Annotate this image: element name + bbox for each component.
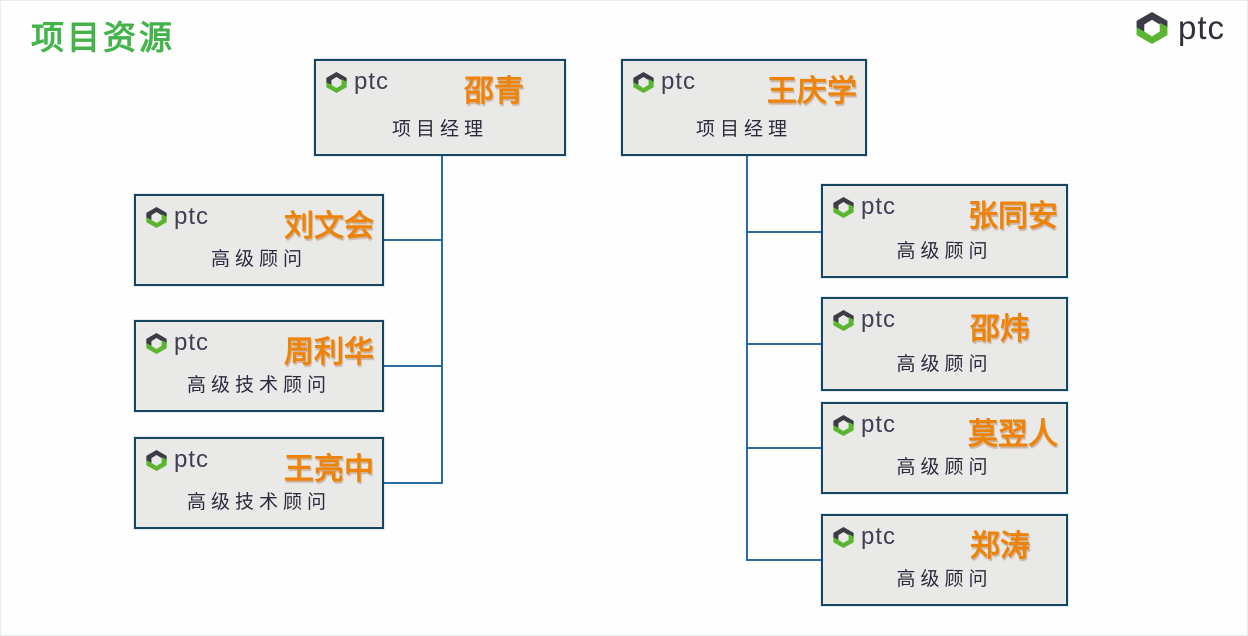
- node-liu-wenhui: ptc 刘文会 高级顾问: [134, 194, 384, 286]
- person-title: 高级顾问: [896, 241, 993, 262]
- ptc-logo: ptc: [831, 411, 896, 439]
- ptc-logo-text: ptc: [861, 411, 897, 438]
- connector-line: [384, 482, 441, 484]
- ptc-logo-icon: [146, 206, 167, 228]
- ptc-logo-icon: [833, 526, 854, 548]
- ptc-logo-text: ptc: [861, 306, 897, 333]
- ptc-logo-icon: [633, 71, 654, 93]
- person-name: 邵青: [464, 75, 524, 108]
- person-title: 高级顾问: [896, 457, 993, 478]
- node-zhang-tongan: ptc 张同安 高级顾问: [821, 184, 1068, 278]
- ptc-logo-icon: [833, 196, 854, 218]
- ptc-logo-icon: [833, 414, 854, 436]
- ptc-logo: ptc: [324, 68, 389, 96]
- node-wang-liangzhong: ptc 王亮中 高级技术顾问: [134, 437, 384, 529]
- person-title: 项目经理: [391, 119, 488, 140]
- person-name: 王庆学: [767, 75, 857, 108]
- person-title: 项目经理: [695, 119, 792, 140]
- ptc-logo-text: ptc: [354, 68, 390, 95]
- person-name: 张同安: [968, 200, 1058, 233]
- person-title: 高级顾问: [210, 249, 307, 270]
- ptc-logo: ptc: [631, 68, 696, 96]
- connector-line: [748, 559, 821, 561]
- person-name: 郑涛: [970, 530, 1030, 563]
- node-shao-wei: ptc 邵炜 高级顾问: [821, 297, 1068, 391]
- ptc-logo-icon: [146, 332, 167, 354]
- person-title: 高级顾问: [896, 354, 993, 375]
- page-title: 项目资源: [31, 19, 175, 56]
- ptc-logo-text: ptc: [861, 193, 897, 220]
- ptc-logo: ptc: [144, 329, 209, 357]
- ptc-brand: ptc: [1133, 9, 1225, 47]
- person-name: 周利华: [284, 336, 374, 369]
- ptc-logo-text: ptc: [174, 203, 210, 230]
- node-zhou-lihua: ptc 周利华 高级技术顾问: [134, 320, 384, 412]
- person-name: 刘文会: [284, 210, 374, 243]
- ptc-logo: ptc: [144, 446, 209, 474]
- ptc-logo: ptc: [831, 306, 896, 334]
- ptc-logo-icon: [833, 309, 854, 331]
- ptc-logo: ptc: [831, 193, 896, 221]
- node-wang-qingxue: ptc 王庆学 项目经理: [621, 59, 867, 156]
- person-title: 高级技术顾问: [186, 492, 331, 513]
- connector-line: [384, 365, 441, 367]
- ptc-logo-text: ptc: [174, 446, 210, 473]
- node-mo-yiren: ptc 莫翌人 高级顾问: [821, 402, 1068, 494]
- ptc-logo-text: ptc: [1177, 9, 1225, 46]
- person-name: 莫翌人: [968, 418, 1058, 451]
- ptc-logo-text: ptc: [861, 523, 897, 550]
- ptc-logo-text: ptc: [661, 68, 697, 95]
- connector-line: [748, 231, 821, 233]
- ptc-logo-icon: [1136, 11, 1168, 45]
- ptc-logo-icon: [326, 71, 347, 93]
- node-shao-qing: ptc 邵青 项目经理: [314, 59, 566, 156]
- person-title: 高级技术顾问: [186, 375, 331, 396]
- connector-line: [384, 239, 441, 241]
- node-zheng-tao: ptc 郑涛 高级顾问: [821, 514, 1068, 606]
- ptc-logo-text: ptc: [174, 329, 210, 356]
- connector-line: [441, 156, 443, 484]
- person-name: 邵炜: [970, 313, 1030, 346]
- ptc-logo: ptc: [144, 203, 209, 231]
- ptc-logo: ptc: [831, 523, 896, 551]
- ptc-logo-icon: [146, 449, 167, 471]
- connector-line: [748, 447, 821, 449]
- person-title: 高级顾问: [896, 569, 993, 590]
- connector-line: [746, 156, 748, 561]
- person-name: 王亮中: [284, 453, 374, 486]
- connector-line: [748, 343, 821, 345]
